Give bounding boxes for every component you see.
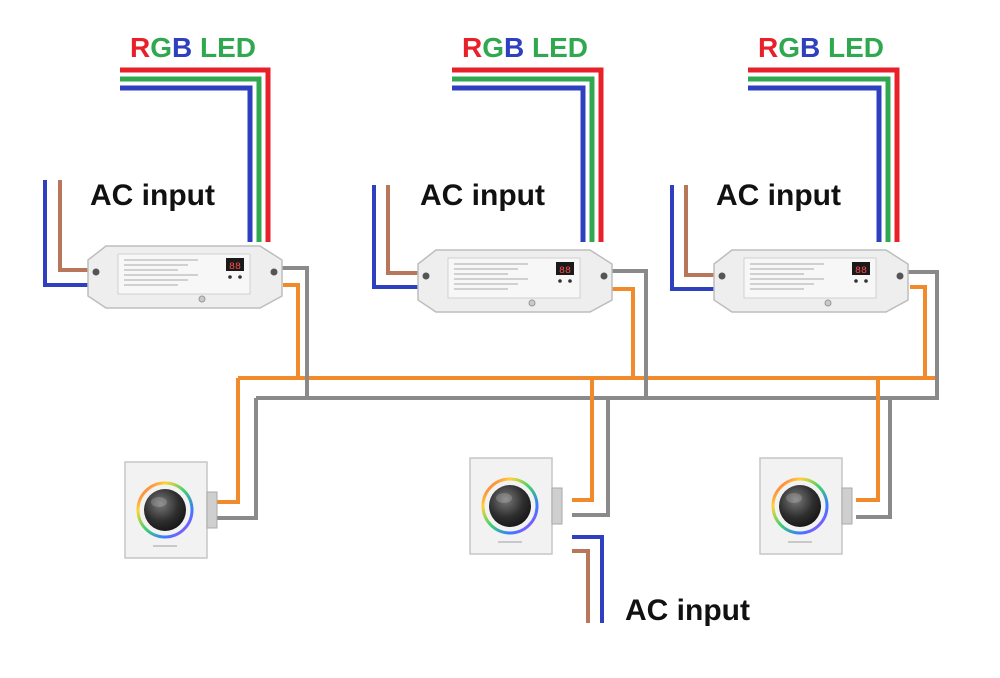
- button-icon: [228, 275, 232, 279]
- led-2-green-wire: [452, 76, 595, 242]
- receiver-2-gray-wire: [602, 269, 648, 398]
- status-led: [198, 295, 206, 303]
- rgb-letter-g: G: [150, 32, 172, 63]
- receiver-2-orange-wire: [604, 287, 635, 378]
- led-word: LED: [524, 32, 588, 63]
- button-icon: [558, 279, 562, 283]
- dimmer-panel-1: [124, 461, 218, 559]
- ac-input-label-1: AC input: [90, 179, 215, 212]
- receiver-3-gray-wire: [890, 270, 939, 400]
- rgb-letter-r: R: [130, 32, 150, 63]
- led-3-red-wire: [748, 67, 900, 242]
- knob-highlight: [151, 497, 167, 507]
- rgb-ring: [136, 481, 194, 539]
- panel-1-orange-wire: [216, 378, 240, 504]
- led-word: LED: [192, 32, 256, 63]
- mount-hole: [718, 272, 726, 280]
- rgb-led-label-2: RGB LED: [462, 32, 588, 63]
- mount-hole: [92, 268, 100, 276]
- button-icon: [864, 279, 868, 283]
- panel-side: [551, 487, 563, 525]
- ac-input-label-3: AC input: [716, 179, 841, 212]
- bus-wires: [216, 266, 939, 520]
- panel-side: [841, 487, 853, 525]
- receiver-1: 88: [87, 245, 283, 309]
- panel-2-gray-wire: [572, 398, 610, 517]
- rgb-letter-g: G: [482, 32, 504, 63]
- ac-4-brown-wire: [572, 549, 590, 623]
- rgb-ring: [771, 477, 829, 535]
- receiver-3: 88: [713, 249, 909, 313]
- mount-hole: [600, 272, 608, 280]
- dimmer-panels: [124, 457, 853, 559]
- rgb-letter-b: B: [172, 32, 192, 63]
- svg-text:RGB LED: RGB LED: [130, 32, 256, 63]
- status-led: [528, 299, 536, 307]
- led-3-blue-wire: [748, 85, 882, 242]
- dimmer-panel-3: [759, 457, 853, 555]
- button-icon: [568, 279, 572, 283]
- rgb-letter-r: R: [462, 32, 482, 63]
- svg-text:RGB LED: RGB LED: [758, 32, 884, 63]
- display-window: [556, 262, 574, 275]
- led-3-green-wire: [748, 76, 891, 242]
- led-1-blue-wire: [120, 85, 253, 242]
- rgb-ring: [481, 477, 539, 535]
- receivers: 88 88 88: [87, 245, 909, 313]
- ac-3-blue-wire: [670, 185, 716, 291]
- display-digits: 88: [559, 266, 571, 277]
- knob-highlight: [786, 493, 802, 503]
- mount-hole: [896, 272, 904, 280]
- led-1-green-wire: [120, 76, 262, 242]
- knob-highlight: [496, 493, 512, 503]
- ac-4-blue-wire: [572, 535, 604, 623]
- ac-input-label-4: AC input: [625, 594, 750, 627]
- receiver-1-gray-wire: [280, 266, 309, 398]
- button-icon: [238, 275, 242, 279]
- rotary-knob-icon: [144, 489, 186, 531]
- panel-3-orange-wire: [856, 378, 880, 502]
- rgb-letter-r: R: [758, 32, 778, 63]
- ac-input-wires: [43, 180, 716, 623]
- dimmer-panel-2: [469, 457, 563, 555]
- display-window: [852, 262, 870, 275]
- rgb-output-wires: [120, 67, 900, 242]
- svg-text:RGB LED: RGB LED: [462, 32, 588, 63]
- mount-hole: [270, 268, 278, 276]
- panel-side: [206, 491, 218, 529]
- receiver-2: 88: [417, 249, 613, 313]
- panel-1-gray-wire: [216, 398, 258, 520]
- rgb-letter-b: B: [800, 32, 820, 63]
- panel-3-gray-wire: [856, 398, 892, 519]
- rgb-led-label-3: RGB LED: [758, 32, 884, 63]
- ac-3-brown-wire: [684, 185, 716, 277]
- button-icon: [854, 279, 858, 283]
- receiver-3-orange-wire: [910, 285, 927, 378]
- status-led: [824, 299, 832, 307]
- receiver-1-orange-wire: [283, 283, 300, 378]
- ac-2-blue-wire: [372, 185, 420, 289]
- display-window: [226, 258, 244, 271]
- display-digits: 88: [855, 266, 867, 277]
- ac-1-brown-wire: [58, 180, 92, 272]
- panel-2-orange-wire: [572, 378, 594, 502]
- display-digits: 88: [229, 262, 241, 273]
- rgb-led-label-1: RGB LED: [130, 32, 256, 63]
- ac-input-label-2: AC input: [420, 179, 545, 212]
- ac-1-blue-wire: [43, 180, 92, 287]
- rotary-knob-icon: [489, 485, 531, 527]
- rotary-knob-icon: [779, 485, 821, 527]
- rgb-letter-b: B: [504, 32, 524, 63]
- led-2-blue-wire: [452, 85, 586, 242]
- mount-hole: [422, 272, 430, 280]
- led-2-red-wire: [452, 67, 604, 242]
- ac-2-brown-wire: [386, 185, 420, 275]
- led-1-red-wire: [120, 67, 271, 242]
- rgb-letter-g: G: [778, 32, 800, 63]
- led-word: LED: [820, 32, 884, 63]
